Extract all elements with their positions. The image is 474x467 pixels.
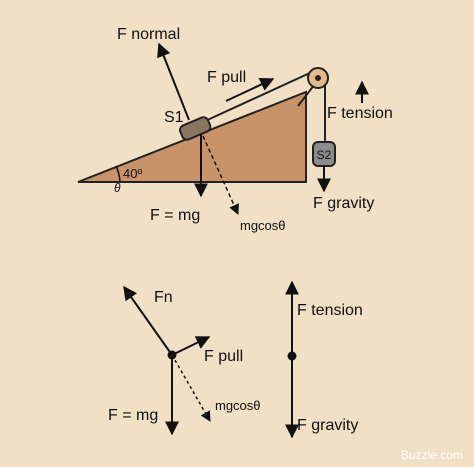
fbd1-mg-label: F = mg [108,407,158,424]
f-normal-label: F normal [117,26,180,43]
f-tension-label: F tension [327,105,393,122]
fbd1-mgcos-arrow [171,354,211,422]
pulley-axle [315,75,321,81]
fbd1-fpull-arrow [171,336,211,356]
s2-label: S2 [317,148,332,162]
fbd1-mgcos-label: mgcosθ [215,398,261,413]
fbd1-point [167,350,177,360]
fbd1-fn-label: Fn [154,289,173,306]
fbd1-fpull-label: F pull [204,348,243,365]
angle-arc [115,165,121,183]
angle-value-label: 40º [123,166,142,181]
rope-incline [202,71,313,123]
f-normal-arrow [157,42,190,121]
watermark: Buzzle.com [401,448,463,462]
theta-label: θ [114,181,121,195]
f-pull-label: F pull [207,69,246,86]
mgcos-label: mgcosθ [240,218,286,233]
mgcos-arrow [202,135,239,215]
s1-label: S1 [164,109,184,126]
fbd1-fn-arrow [123,285,173,356]
fbd2-tension-label: F tension [297,302,363,319]
fbd2-gravity-label: F gravity [297,417,358,434]
s1-block [179,116,212,141]
fbd2-point [287,351,297,361]
f-pull-arrow [225,78,275,102]
f-mg-label: F = mg [150,207,200,224]
f-gravity-label: F gravity [313,195,374,212]
